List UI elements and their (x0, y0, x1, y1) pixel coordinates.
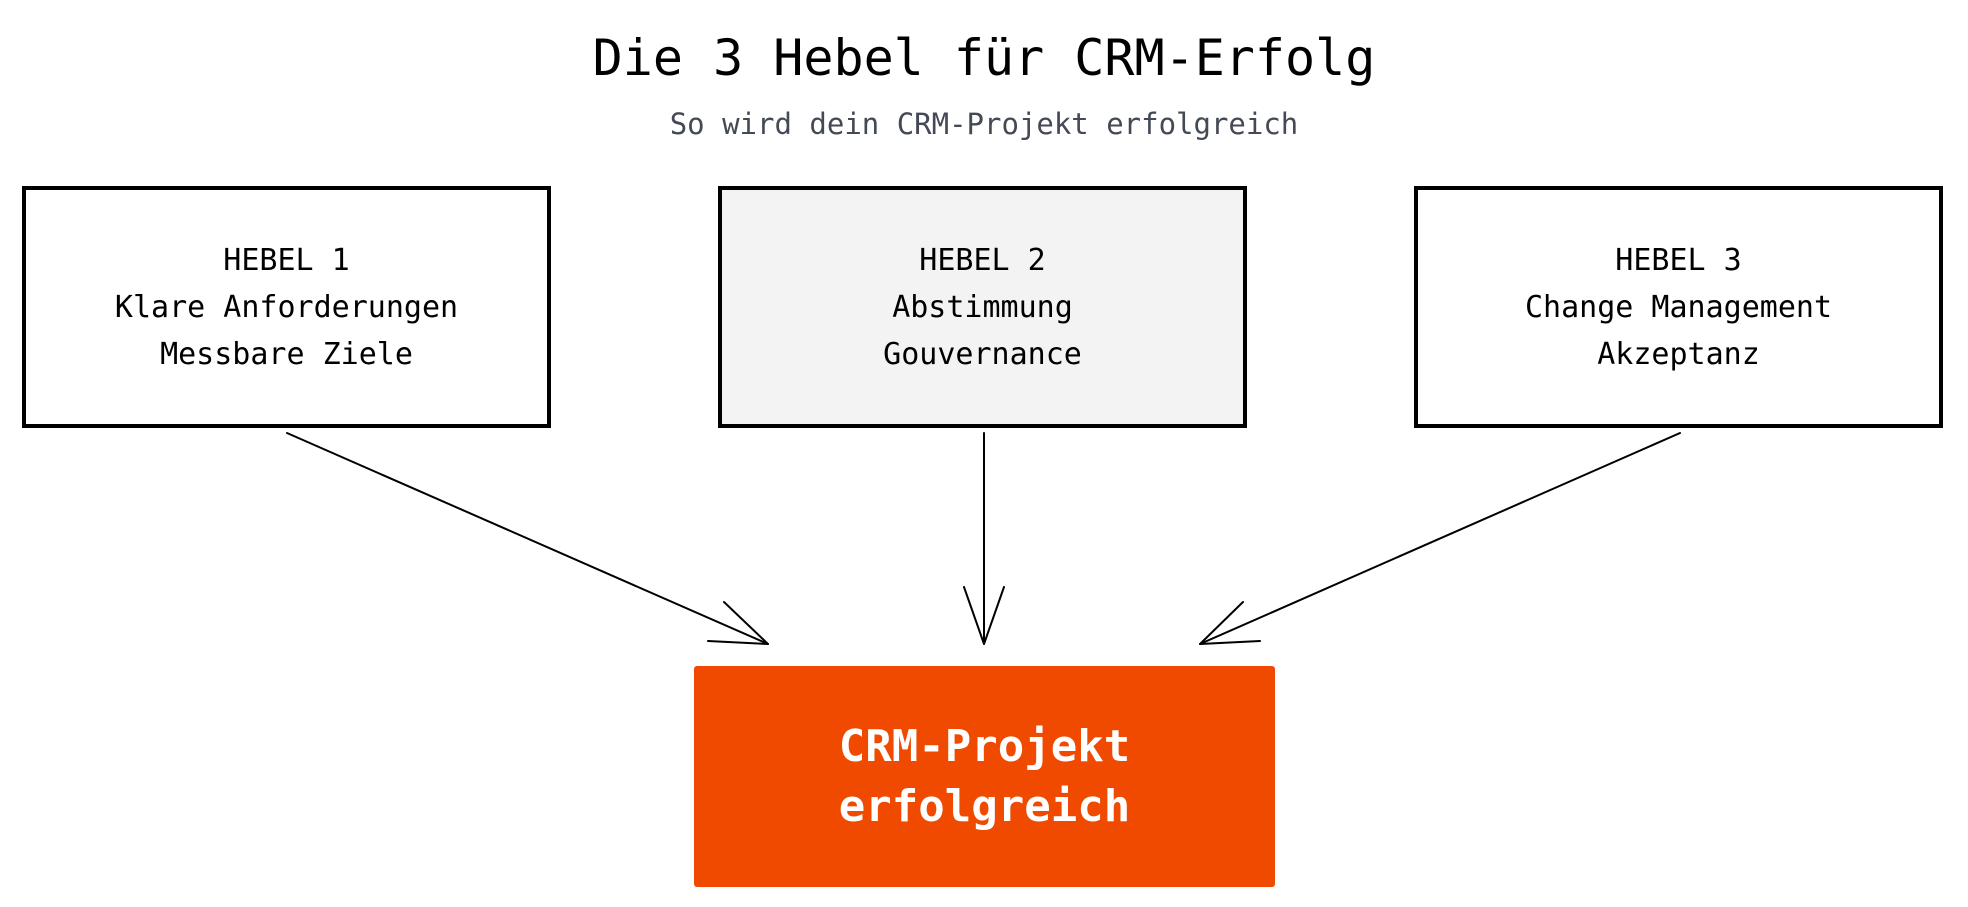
arrow-lever-1 (286, 432, 769, 645)
lever-box-1: HEBEL 1 Klare Anforderungen Messbare Zie… (22, 186, 551, 428)
lever-line: Gouvernance (883, 336, 1082, 372)
lever-line: Abstimmung (892, 289, 1073, 325)
lever-label: HEBEL 3 (1615, 242, 1742, 278)
arrow-lever-2 (963, 432, 1005, 645)
lever-line: Change Management (1524, 289, 1833, 325)
lever-box-3: HEBEL 3 Change Management Akzeptanz (1414, 186, 1943, 428)
result-line: erfolgreich (838, 780, 1131, 832)
lever-line: Akzeptanz (1597, 336, 1760, 372)
lever-line: Messbare Ziele (160, 336, 413, 372)
arrow-lever-3 (1199, 432, 1681, 645)
lever-label: HEBEL 2 (919, 242, 1046, 278)
lever-label: HEBEL 1 (223, 242, 350, 278)
lever-box-2: HEBEL 2 Abstimmung Gouvernance (718, 186, 1247, 428)
diagram-subtitle: So wird dein CRM-Projekt erfolgreich (669, 107, 1299, 141)
diagram-title: Die 3 Hebel für CRM-Erfolg (592, 29, 1376, 87)
result-box: CRM-Projekt erfolgreich (694, 666, 1275, 887)
lever-line: Klare Anforderungen (114, 289, 459, 325)
result-line: CRM-Projekt (838, 720, 1131, 772)
